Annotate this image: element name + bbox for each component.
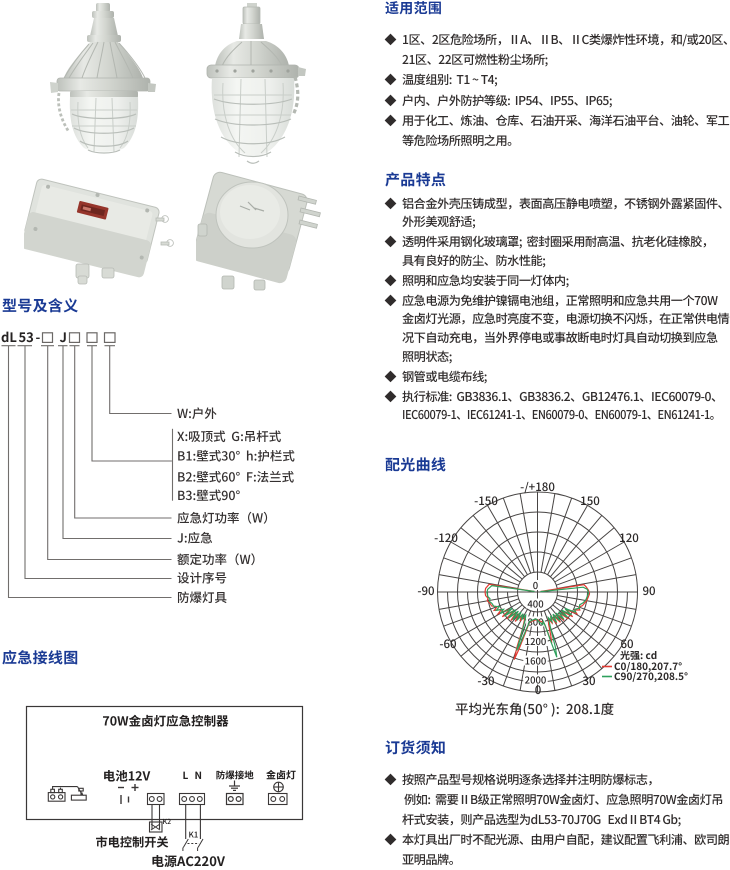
svg-text:设计序号: 设计序号: [177, 568, 227, 587]
svg-text:400: 400: [527, 597, 543, 611]
svg-text:金卤灯: 金卤灯: [266, 766, 296, 781]
svg-text:电源AC220V: 电源AC220V: [151, 851, 226, 869]
svg-text:J: J: [60, 327, 67, 346]
svg-text:X:吸顶式 G:吊杆式: X:吸顶式 G:吊杆式: [177, 426, 282, 445]
svg-text:B3:壁式90°: B3:壁式90°: [177, 485, 240, 504]
svg-text:防爆灯具: 防爆灯具: [177, 587, 228, 606]
svg-text:53: 53: [19, 327, 34, 346]
svg-text:应急灯功率（W）: 应急灯功率（W）: [177, 507, 276, 526]
svg-text:防爆接地: 防爆接地: [216, 767, 255, 781]
svg-text:30: 30: [582, 673, 596, 689]
svg-text:B1:壁式30° h:护栏式: B1:壁式30° h:护栏式: [177, 445, 295, 464]
svg-text:额定功率（W）: 额定功率（W）: [177, 549, 263, 568]
svg-text:800: 800: [527, 615, 543, 629]
svg-text:dL: dL: [1, 327, 17, 346]
svg-text:90: 90: [642, 583, 656, 599]
svg-text:K1: K1: [189, 830, 199, 841]
svg-text:-150: -150: [474, 493, 498, 509]
svg-text:70W金卤灯应急控制器: 70W金卤灯应急控制器: [102, 711, 229, 730]
svg-text:1200: 1200: [525, 634, 547, 648]
svg-text:-/+180: -/+180: [520, 479, 555, 495]
svg-text:市电控制开关: 市电控制开关: [96, 832, 169, 850]
svg-text:-30: -30: [477, 673, 495, 689]
svg-text:0: 0: [533, 578, 538, 592]
svg-text:N: N: [195, 767, 203, 782]
svg-text:0: 0: [535, 682, 542, 698]
svg-text:120: 120: [619, 530, 639, 546]
svg-text:电池12V: 电池12V: [103, 766, 151, 785]
svg-text:W:户外: W:户外: [177, 403, 217, 422]
svg-text:C90/270,208.5°: C90/270,208.5°: [614, 668, 688, 683]
svg-text:K2: K2: [163, 817, 172, 827]
svg-text:2000: 2000: [525, 673, 547, 687]
svg-text:150: 150: [580, 493, 600, 509]
svg-text:L: L: [183, 767, 189, 782]
svg-text:-60: -60: [439, 636, 457, 652]
svg-text:C0/180,207.7°: C0/180,207.7°: [614, 658, 682, 673]
svg-text:J:应急: J:应急: [177, 528, 213, 547]
svg-text:1600: 1600: [525, 654, 547, 668]
svg-text:60: 60: [620, 636, 634, 652]
svg-text:B2:壁式60° F:法兰式: B2:壁式60° F:法兰式: [177, 466, 295, 485]
svg-text:-120: -120: [434, 530, 458, 546]
svg-text:-90: -90: [417, 583, 435, 599]
svg-text:光强: cd: 光强: cd: [620, 647, 657, 662]
svg-text:-: -: [36, 327, 41, 346]
